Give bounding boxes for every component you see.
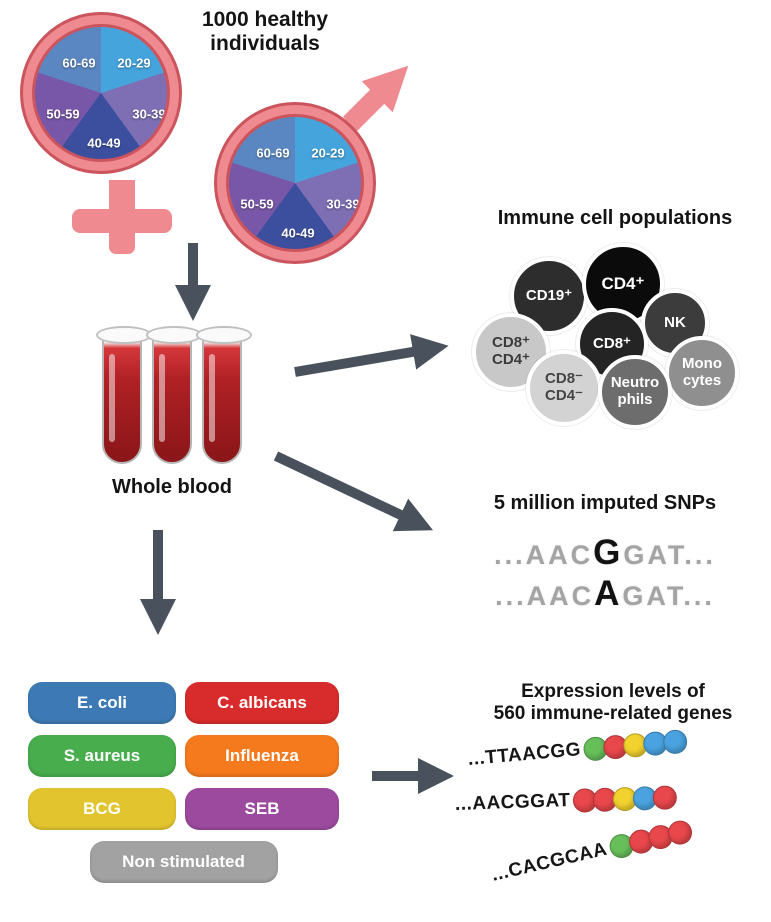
seq-suffix: GAT... [622, 581, 715, 611]
read-sequence: ...TTAACGG [467, 739, 582, 770]
age-group-60-69: 60-69 [256, 145, 290, 161]
seq-prefix: ...AAC [495, 581, 595, 611]
age-group-30-39: 30-39 [326, 196, 360, 212]
male-ring: 20-29 30-39 40-49 50-59 60-69 [214, 102, 376, 264]
snp-variant-allele-g: G [593, 533, 624, 572]
bead-chain [607, 818, 695, 861]
female-ring: 20-29 30-39 40-49 50-59 60-69 [20, 12, 182, 174]
bead-chain [572, 785, 678, 813]
individuals-title: 1000 healthy individuals [201, 8, 329, 56]
age-group-20-29: 20-29 [117, 55, 151, 71]
blood-tube [96, 326, 152, 464]
gene-read: ...CACGCAA [489, 818, 695, 887]
age-group-20-29: 20-29 [311, 145, 345, 161]
read-sequence: ...CACGCAA [489, 838, 610, 886]
age-group-60-69: 60-69 [62, 55, 96, 71]
arrow-blood-to-snps [273, 451, 434, 532]
seq-suffix: GAT... [623, 540, 716, 570]
cell-neutrophils: Neutro phils [598, 355, 672, 429]
read-sequence: ...AACGGAT [454, 789, 571, 815]
expression-title-line1: Expression levels of [521, 681, 705, 702]
age-group-40-49: 40-49 [87, 135, 121, 151]
cell-cd8neg-cd4neg: CD8⁻ CD4⁻ [526, 350, 602, 426]
stimulus-e-coli: E. coli [28, 682, 176, 724]
nucleotide-bead [662, 728, 689, 755]
age-group-30-39: 30-39 [132, 106, 166, 122]
expression-title-line2: 560 immune-related genes [493, 702, 733, 724]
gene-read: ...AACGGAT [455, 785, 678, 817]
cell-monocytes: Mono cytes [665, 336, 739, 410]
snp-sequence-1: ...AACGGAT... [440, 533, 770, 573]
snps-title: 5 million imputed SNPs [493, 492, 717, 514]
female-age-pie: 20-29 30-39 40-49 50-59 60-69 [32, 24, 170, 162]
stimuli-panel: E. coli C. albicans S. aureus Influenza … [28, 682, 339, 883]
blood-tube [146, 326, 202, 464]
age-group-50-59: 50-59 [46, 106, 80, 122]
snp-sequence-2: ...AACAGAT... [440, 574, 770, 614]
stimulus-bcg: BCG [28, 788, 176, 830]
male-symbol: 20-29 30-39 40-49 50-59 60-69 [214, 102, 384, 272]
blood-tube [196, 326, 252, 464]
seq-prefix: ...AAC [494, 540, 594, 570]
male-age-pie: 20-29 30-39 40-49 50-59 60-69 [226, 114, 364, 252]
whole-blood-label: Whole blood [112, 476, 232, 498]
stimulus-seb: SEB [185, 788, 339, 830]
stimulus-s-aureus: S. aureus [28, 735, 176, 777]
nucleotide-bead [652, 785, 678, 811]
female-symbol: 20-29 30-39 40-49 50-59 60-69 [20, 12, 230, 262]
gene-read: ...TTAACGG [467, 728, 689, 772]
immune-populations-title: Immune cell populations [497, 207, 733, 229]
age-group-50-59: 50-59 [240, 196, 274, 212]
age-group-40-49: 40-49 [281, 225, 315, 241]
arrow-blood-to-cells [294, 334, 449, 377]
female-symbol-crossbar [72, 209, 172, 233]
stimulus-influenza: Influenza [185, 735, 339, 777]
expression-title: Expression levels of 560 immune-related … [448, 681, 771, 725]
stimulus-non-stimulated: Non stimulated [89, 841, 278, 883]
stimulus-c-albicans: C. albicans [185, 682, 339, 724]
bead-chain [582, 728, 689, 762]
snp-variant-allele-a: A [594, 574, 623, 613]
